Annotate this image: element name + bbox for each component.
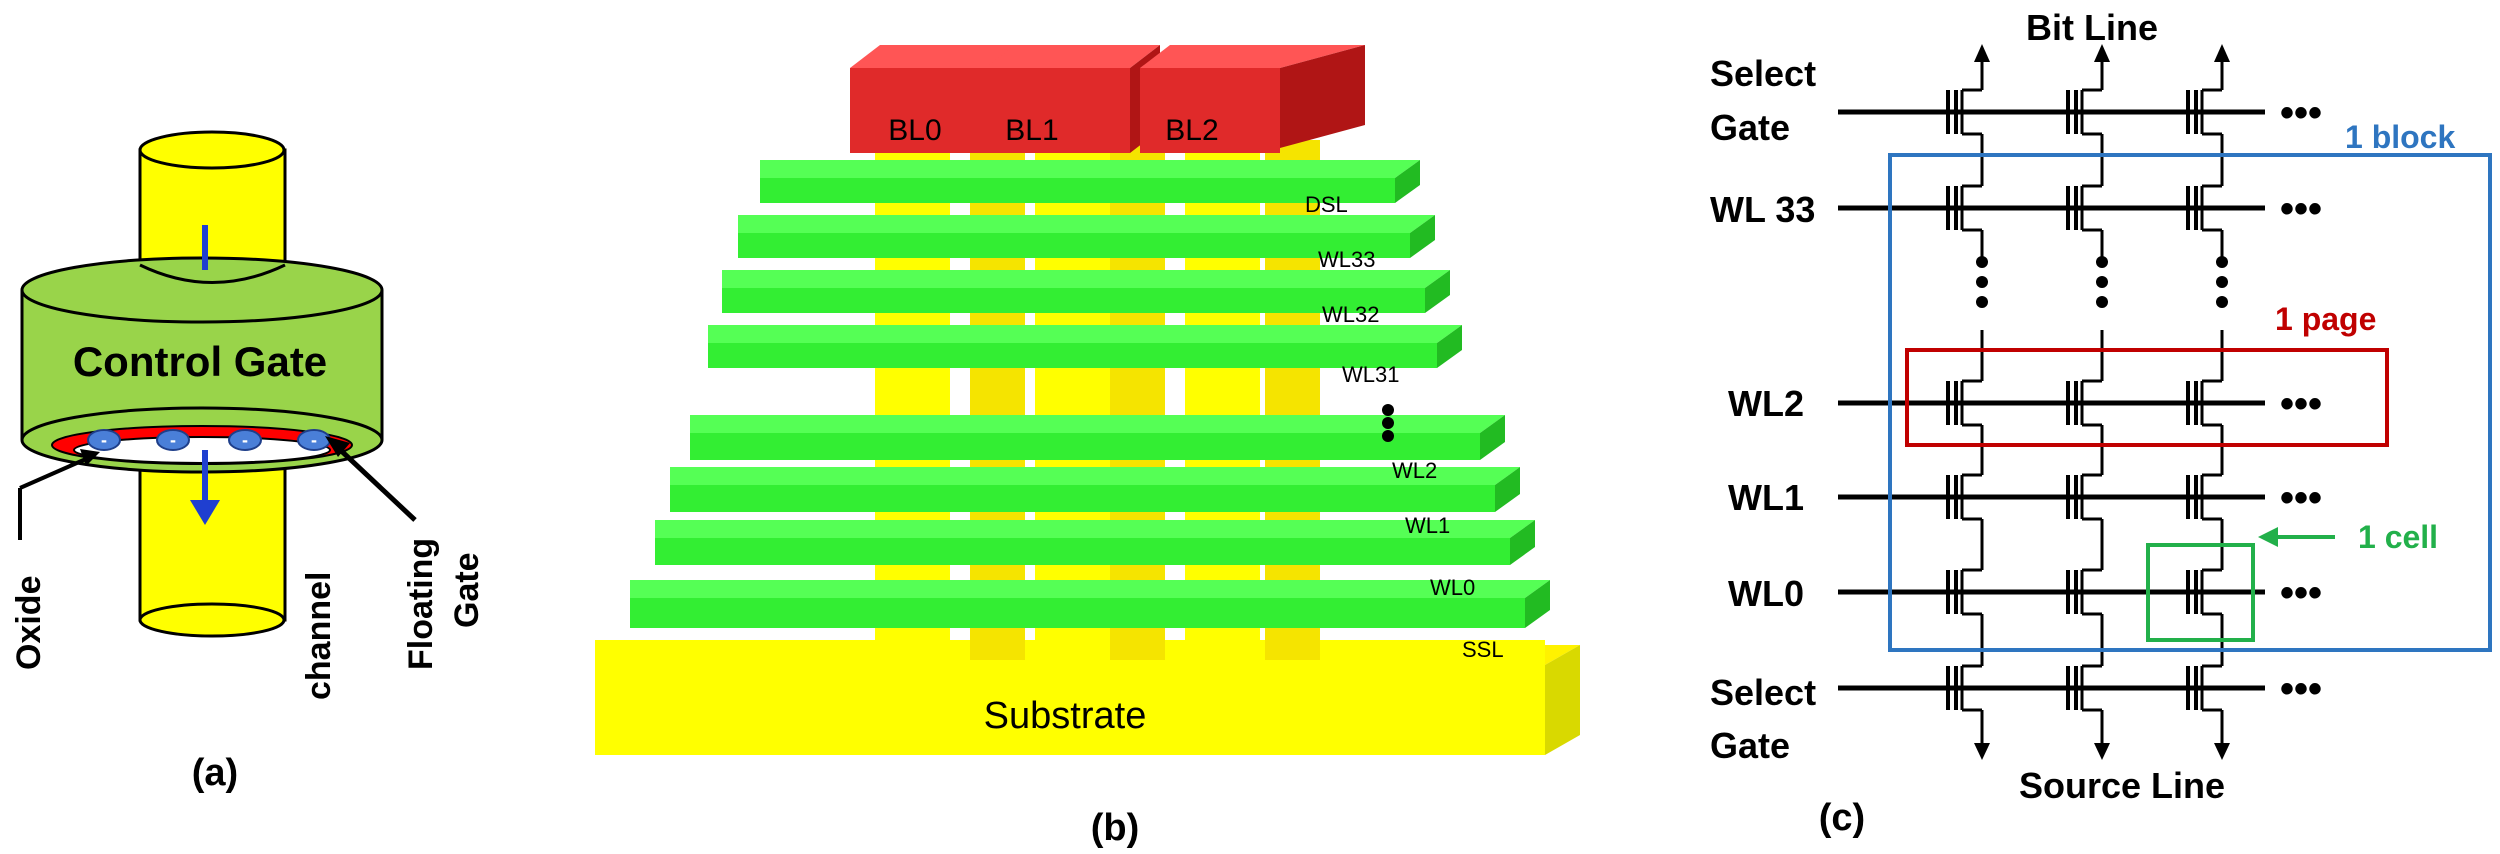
layer-wl0 (655, 520, 1535, 565)
source-line-arrow-icon (2214, 743, 2230, 760)
cell-label: 1 cell (2358, 519, 2438, 555)
cell-box (2146, 543, 2255, 642)
layer-labels: DSL WL33 WL32 WL31 WL2 WL1 WL0 SSL (1305, 192, 1504, 662)
wl0-row-label: WL0 (1728, 573, 1804, 614)
floating-gate-label-2: Gate (448, 552, 486, 628)
layer-dsl (760, 160, 1420, 203)
substrate-side (1545, 645, 1580, 755)
block-box (1888, 153, 2492, 652)
substrate-label: Substrate (984, 695, 1147, 737)
row-ellipses: ••• ••• ••• ••• ••• ••• (2280, 91, 2322, 711)
bit-line-arrow-icon (1974, 44, 1990, 62)
oxide-label: Oxide (10, 576, 48, 670)
caption-c: (c) (1819, 797, 1865, 839)
caption-b: (b) (1091, 807, 1140, 849)
wl2-label: WL2 (1392, 458, 1437, 483)
layer-wl32 (722, 270, 1450, 313)
source-line-arrow-icon (1974, 743, 1990, 760)
vertical-dots-c (1976, 256, 2228, 308)
bl2-label: BL2 (1165, 114, 1218, 147)
wl31-label: WL31 (1342, 362, 1399, 387)
svg-text:•••: ••• (2280, 91, 2322, 135)
panel-c: Select Gate WL 33 WL2 WL1 WL0 Select Gat… (1710, 7, 2492, 839)
wl33-label: WL33 (1318, 247, 1375, 272)
electrons: - - - - (87, 429, 331, 451)
bit-line-arrow-icon (2094, 44, 2110, 62)
wl32-label: WL32 (1322, 302, 1379, 327)
wl33-row-label: WL 33 (1710, 189, 1815, 230)
control-gate-label: Control Gate (73, 338, 327, 385)
bl1-label: BL1 (1005, 114, 1058, 147)
panel-b: Substrate (595, 45, 1580, 849)
floating-gate-arrow-icon (325, 436, 350, 457)
layer-ssl (630, 580, 1550, 628)
select-gate-bottom-label-2: Gate (1710, 725, 1790, 766)
wl1-row-label: WL1 (1728, 477, 1804, 518)
block-label: 1 block (2345, 119, 2455, 155)
bit-line-label: Bit Line (2026, 7, 2158, 48)
wl2-row-label: WL2 (1728, 383, 1804, 424)
layer-wl31 (708, 325, 1462, 368)
svg-text:-: - (242, 430, 248, 450)
bl0-label: BL0 (888, 114, 941, 147)
svg-text:-: - (311, 430, 317, 450)
channel-pillar-top-cap (138, 130, 286, 170)
wl0-label: WL0 (1430, 575, 1475, 600)
gate-lines (1838, 109, 2265, 691)
ssl-label: SSL (1462, 637, 1504, 662)
layer-wl1 (670, 467, 1520, 512)
select-gate-top-label-2: Gate (1710, 107, 1790, 148)
svg-text:•••: ••• (2280, 476, 2322, 520)
substrate-front (595, 640, 1545, 755)
oxide-arrow-icon (80, 449, 100, 466)
nand-strings (1946, 44, 2230, 760)
dsl-label: DSL (1305, 192, 1348, 217)
svg-text:•••: ••• (2280, 382, 2322, 426)
svg-text:-: - (101, 430, 107, 450)
floating-gate-pointer (333, 443, 417, 522)
cell-arrow-icon (2258, 527, 2278, 547)
vertical-dots-b (1382, 404, 1394, 442)
svg-text:-: - (170, 430, 176, 450)
bit-line-bars: BL0 BL1 BL2 (850, 45, 1365, 153)
svg-text:•••: ••• (2280, 187, 2322, 231)
page-label: 1 page (2275, 301, 2376, 337)
layer-wl33 (738, 215, 1435, 258)
page-box (1905, 348, 2389, 447)
current-arrow-icon (190, 500, 220, 525)
layer-stack (630, 160, 1550, 628)
panel-a: - - - - Control Gate Oxide channel Float… (10, 130, 486, 794)
layer-wl2 (690, 415, 1505, 460)
channel-pillar-bottom (138, 458, 287, 622)
bit-line-arrow-icon (2214, 44, 2230, 62)
svg-text:•••: ••• (2280, 667, 2322, 711)
channel-pillar-bottom-cap (138, 602, 286, 638)
caption-a: (a) (192, 752, 238, 794)
svg-text:•••: ••• (2280, 571, 2322, 615)
channel-label: channel (300, 572, 338, 700)
select-gate-top-label-1: Select (1710, 53, 1816, 94)
source-line-arrow-icon (2094, 743, 2110, 760)
bit-line-bl2 (1140, 45, 1365, 153)
select-gate-bottom-label-1: Select (1710, 672, 1816, 713)
source-line-label: Source Line (2019, 765, 2225, 806)
floating-gate-label-1: Floating (402, 538, 440, 670)
wl1-label: WL1 (1405, 513, 1450, 538)
pillar-fronts (875, 203, 1320, 642)
